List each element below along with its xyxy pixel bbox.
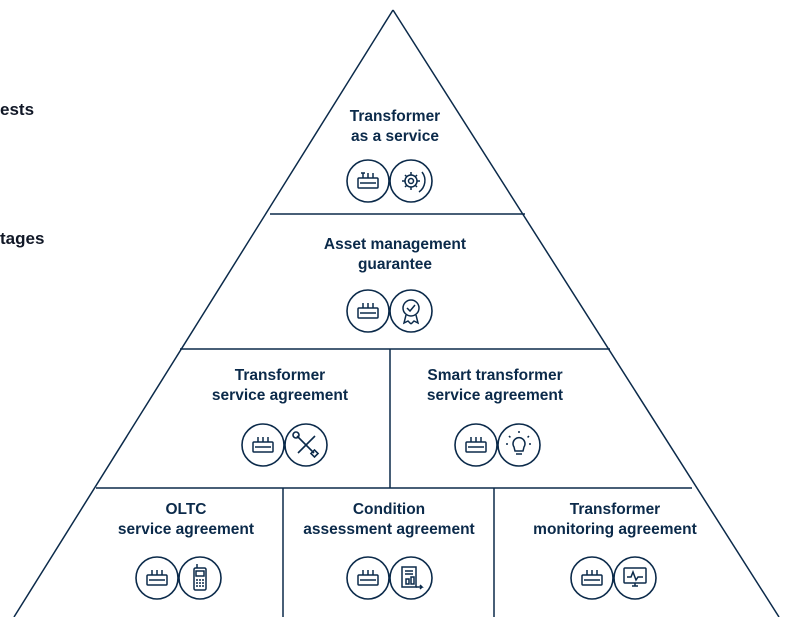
transformer-icon: [357, 303, 379, 319]
tools-icon: [292, 431, 320, 459]
transformer-icon: [252, 437, 274, 453]
tier-top-title: Transformer as a service: [300, 107, 490, 147]
tier-top-title-line1: Transformer: [349, 108, 441, 125]
tier-bottom-right-icons: [570, 556, 657, 600]
tier-bottom-left-title-line1: OLTC: [165, 501, 207, 518]
tier-second-title-line2: guarantee: [357, 256, 433, 273]
tier-second-title-line1: Asset management: [323, 236, 467, 253]
tier-bottom-left-title: OLTC service agreement: [96, 500, 276, 540]
tier-bottom-mid-title-line1: Condition: [352, 501, 426, 518]
tier-third-right-title-line1: Smart transformer: [427, 367, 563, 384]
side-text-1: ests: [0, 100, 35, 119]
tier-bottom-left-title-line2: service agreement: [117, 521, 255, 538]
tier-top-icons: [346, 159, 433, 203]
tier-bottom-left-icons: [135, 556, 222, 600]
tier-second-title: Asset management guarantee: [280, 235, 510, 275]
tier-third-right-title: Smart transformer service agreement: [395, 366, 595, 406]
tier-bottom-mid-icons: [346, 556, 433, 600]
tier-third-left-title: Transformer service agreement: [180, 366, 380, 406]
pyramid-right-edge: [392, 9, 780, 617]
tier-bottom-right-title-line2: monitoring agreement: [533, 521, 697, 538]
tier-second-icons: [346, 289, 433, 333]
monitor-icon: [623, 567, 647, 587]
tier-third-right-title-line2: service agreement: [426, 387, 564, 404]
tier-bottom-mid-title-line2: assessment agreement: [303, 521, 475, 538]
transformer-icon: [465, 437, 487, 453]
pyramid-left-edge: [13, 9, 394, 617]
tier-bottom-right-title-line1: Transformer: [569, 501, 661, 518]
tier-third-left-title-line1: Transformer: [234, 367, 326, 384]
transformer-icon: [357, 172, 379, 189]
tier-third-right-icons: [454, 423, 541, 467]
tier-bottom-right-title: Transformer monitoring agreement: [500, 500, 730, 540]
transformer-icon: [581, 570, 603, 586]
report-chart-icon: [401, 566, 424, 590]
transformer-icon: [357, 570, 379, 586]
lightbulb-icon: [506, 431, 532, 455]
tier-bottom-mid-title: Condition assessment agreement: [286, 500, 492, 540]
tier-third-left-icons: [241, 423, 328, 467]
tier-top-title-line2: as a service: [351, 128, 439, 145]
tier-third-left-title-line2: service agreement: [211, 387, 349, 404]
award-badge-icon: [402, 299, 420, 325]
handheld-device-icon: [193, 564, 207, 591]
side-text-2: tages: [0, 229, 45, 248]
gear-cycle-icon: [402, 171, 426, 193]
transformer-icon: [146, 570, 168, 586]
